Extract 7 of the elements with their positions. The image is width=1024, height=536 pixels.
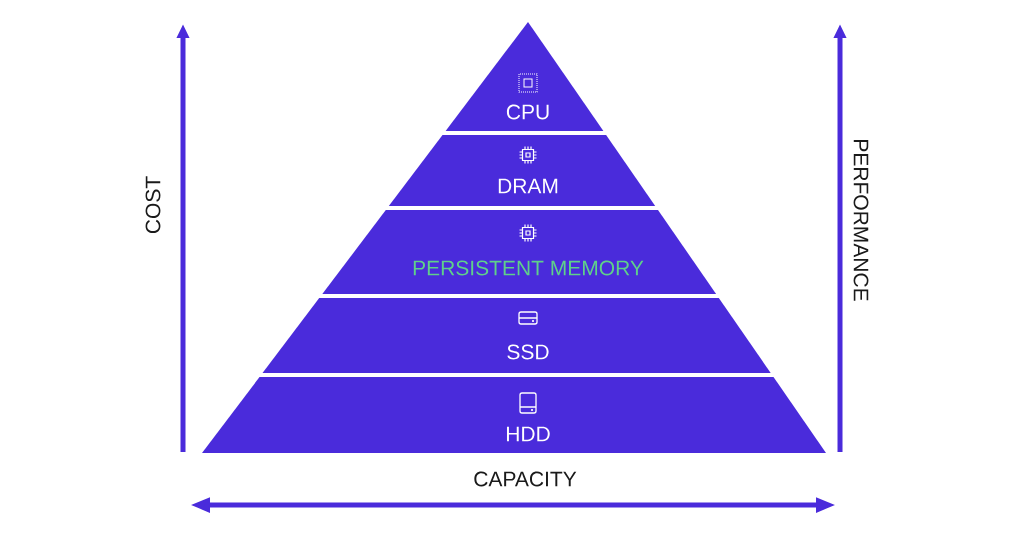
pyramid-layer: SSD bbox=[262, 298, 771, 373]
axis-label: PERFORMANCE bbox=[853, 140, 869, 301]
pyramid-layer: HDD bbox=[202, 377, 826, 453]
pyramid-layer: PERSISTENT MEMORY bbox=[322, 210, 717, 294]
pyramid-layer: CPU bbox=[445, 22, 604, 131]
axis-label: COST bbox=[145, 176, 161, 234]
pyramid-layer: DRAM bbox=[388, 135, 656, 206]
